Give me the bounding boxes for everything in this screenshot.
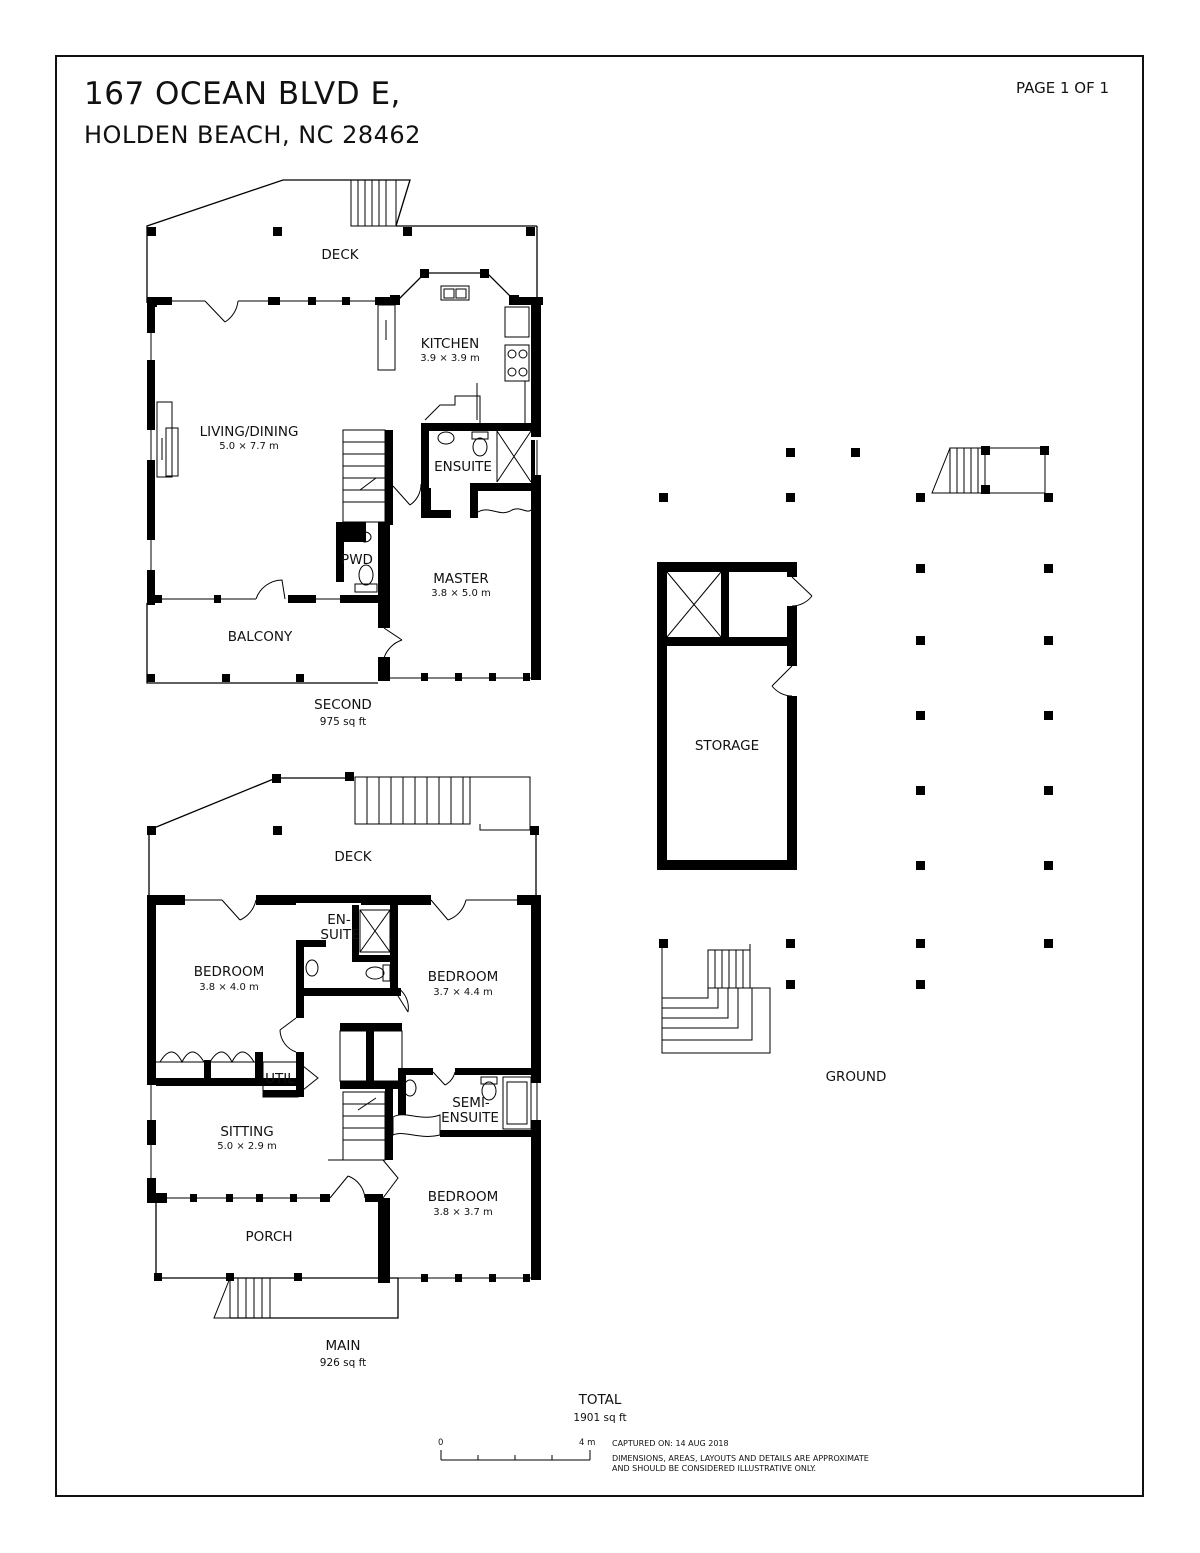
bedroom-left-dimensions: 3.8 × 4.0 m: [199, 982, 259, 993]
living-dining-dimensions: 5.0 × 7.7 m: [219, 441, 279, 452]
main-ensuite-label-1: EN-: [327, 912, 351, 928]
master-dimensions: 3.8 × 5.0 m: [431, 588, 491, 599]
semi-ensuite-label-2: ENSUITE: [441, 1110, 499, 1126]
second-floor-plan: [146, 179, 543, 684]
bedroom-front-dimensions: 3.8 × 3.7 m: [433, 1207, 493, 1218]
main-deck-stairs: [354, 776, 531, 831]
main-deck-label: DECK: [334, 849, 372, 865]
balcony-label: BALCONY: [227, 629, 293, 645]
sitting-dimensions: 5.0 × 2.9 m: [217, 1141, 277, 1152]
address-line-2: HOLDEN BEACH, NC 28462: [84, 121, 421, 149]
second-ensuite-label: ENSUITE: [434, 459, 492, 475]
scale-bar: [440, 1450, 591, 1461]
ground-floor-plan: [657, 446, 1053, 1054]
ground-stairs-bottom: [661, 944, 771, 1054]
page-frame: [55, 55, 1144, 1497]
second-floor-area: 975 sq ft: [319, 716, 367, 728]
second-floor-name: SECOND: [314, 697, 372, 713]
main-floor-plan: [147, 772, 541, 1319]
bedroom-right-label: BEDROOM: [427, 969, 499, 985]
disclaimer-line-1: DIMENSIONS, AREAS, LAYOUTS AND DETAILS A…: [612, 1454, 869, 1463]
page-number: PAGE 1 OF 1: [1016, 79, 1110, 97]
main-ensuite-label-2: SUITE: [320, 927, 360, 943]
storage-label: STORAGE: [694, 738, 760, 754]
master-label: MASTER: [433, 571, 489, 587]
disclaimer-line-2: AND SHOULD BE CONSIDERED ILLUSTRATIVE ON…: [612, 1464, 817, 1473]
util-label: UTIL: [265, 1071, 295, 1087]
ground-stairs-top: [931, 447, 986, 494]
bedroom-front-label: BEDROOM: [427, 1189, 499, 1205]
living-dining-label: LIVING/DINING: [199, 424, 299, 440]
address-line-1: 167 OCEAN BLVD E,: [84, 76, 401, 112]
main-floor-area: 926 sq ft: [319, 1357, 367, 1369]
kitchen-label: KITCHEN: [420, 336, 480, 352]
semi-ensuite-label-1: SEMI-: [452, 1095, 490, 1111]
second-deck-label: DECK: [321, 247, 359, 263]
pwd-label: PWD: [341, 552, 373, 568]
main-floor-name: MAIN: [325, 1338, 361, 1354]
second-deck-stairs: [350, 179, 397, 227]
total-label: TOTAL: [578, 1392, 622, 1408]
porch-stairs: [213, 1277, 271, 1319]
bedroom-right-dimensions: 3.7 × 4.4 m: [433, 987, 493, 998]
scale-end: 4 m: [579, 1438, 596, 1448]
bedroom-left-label: BEDROOM: [193, 964, 265, 980]
kitchen-dimensions: 3.9 × 3.9 m: [420, 353, 480, 364]
porch-label: PORCH: [245, 1229, 293, 1245]
ground-floor-name: GROUND: [825, 1069, 887, 1085]
sitting-label: SITTING: [220, 1124, 274, 1140]
captured-date: CAPTURED ON: 14 AUG 2018: [612, 1439, 729, 1448]
scale-start: 0: [438, 1438, 444, 1448]
total-area: 1901 sq ft: [573, 1412, 627, 1424]
